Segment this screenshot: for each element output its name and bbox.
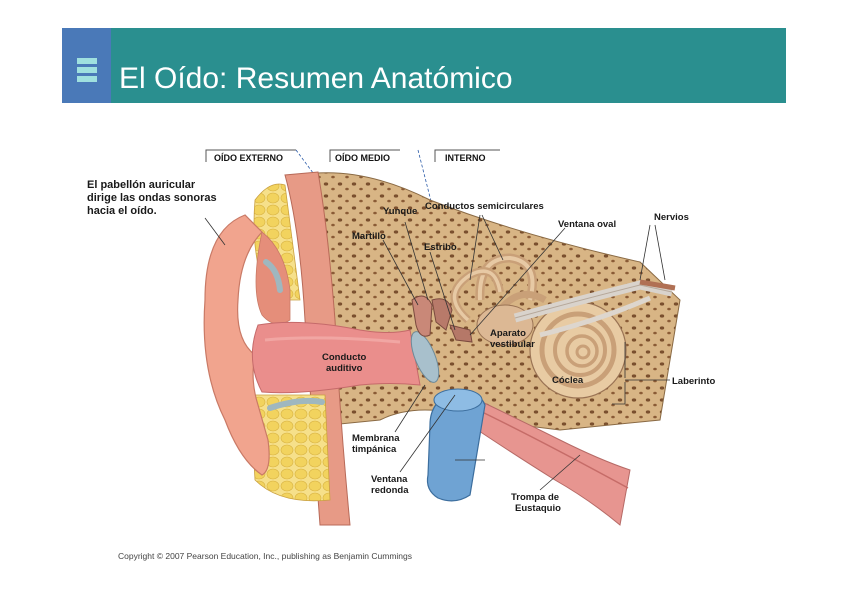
label-conducto-1: Conducto: [322, 352, 367, 363]
jugular-vein: [426, 388, 486, 502]
callout-line-2: dirige las ondas sonoras: [87, 192, 217, 204]
ossicles: [411, 295, 473, 343]
tympanic-membrane: [410, 331, 440, 383]
label-yunque: Yunque: [383, 206, 417, 217]
header-interno: INTERNO: [445, 153, 486, 163]
label-aparato-1: Aparato: [490, 328, 526, 339]
title-bar: El Oído: Resumen Anatómico: [62, 28, 786, 103]
label-ventana-oval: Ventana oval: [558, 219, 616, 230]
pinna: [203, 214, 270, 476]
header-oido-externo: OÍDO EXTERNO: [214, 153, 283, 163]
header-oido-medio: OÍDO MEDIO: [335, 153, 390, 163]
label-laberinto: Laberinto: [672, 376, 715, 387]
label-conducto-2: auditivo: [326, 363, 363, 374]
label-membrana-1: Membrana: [352, 433, 400, 444]
page-title: El Oído: Resumen Anatómico: [119, 62, 513, 95]
leader-lines: [204, 214, 670, 491]
semicircular-canals: [450, 253, 547, 323]
callout-line-3: hacia el oído.: [87, 205, 157, 217]
eustachian-tube: [469, 399, 631, 526]
label-martillo: Martillo: [352, 231, 386, 242]
vestibulocochlear-nerve: [513, 279, 676, 338]
label-trompa-2: Eustaquio: [515, 503, 561, 514]
label-membrana-2: timpánica: [352, 444, 397, 455]
label-trompa-1: Trompa de: [511, 492, 559, 503]
pinna-callout: El pabellón auricular dirige las ondas s…: [87, 179, 217, 217]
label-ventana-redonda-2: redonda: [371, 485, 409, 496]
callout-line-1: El pabellón auricular: [87, 179, 196, 191]
slide-list-icon: [77, 58, 97, 88]
fat-tissue-lower: [249, 394, 331, 502]
label-conductos-semicirculares: Conductos semicirculares: [425, 201, 544, 212]
label-coclea: Cóclea: [552, 375, 584, 386]
copyright-text: Copyright © 2007 Pearson Education, Inc.…: [118, 551, 413, 561]
label-nervios: Nervios: [654, 212, 689, 223]
label-ventana-redonda-1: Ventana: [371, 474, 408, 485]
label-estribo: Estribo: [424, 242, 457, 253]
title-accent: [62, 28, 111, 103]
label-aparato-2: vestibular: [490, 339, 535, 350]
